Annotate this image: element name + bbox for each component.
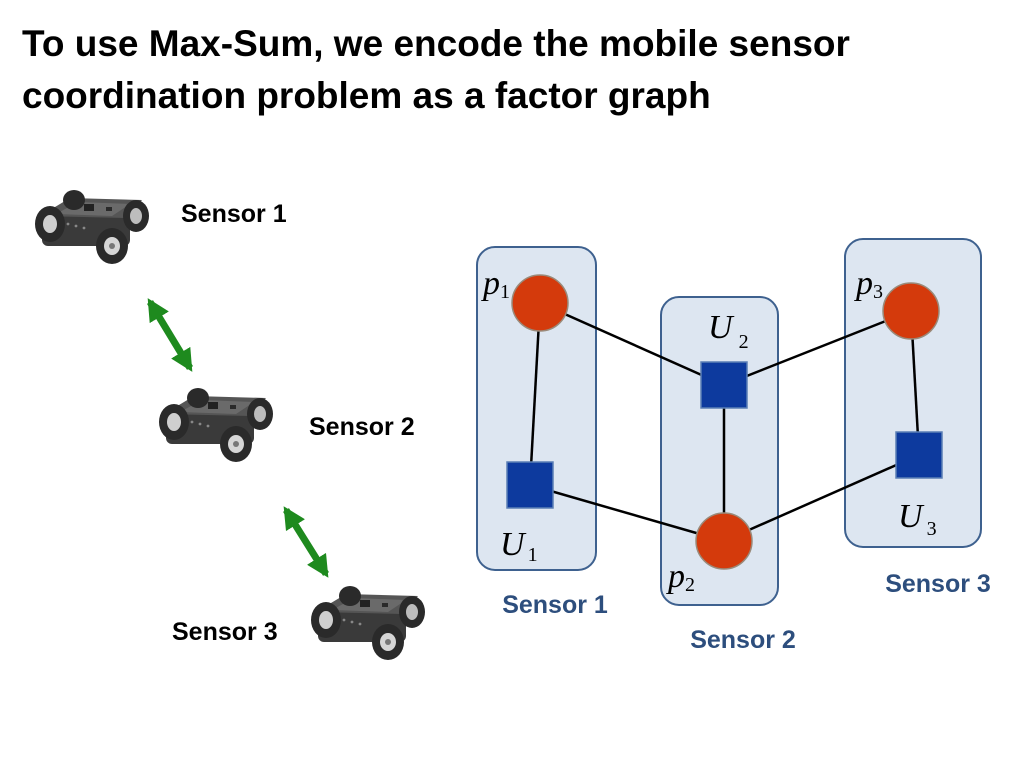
robot-label-3: Sensor 3 xyxy=(172,618,278,646)
robot-2-image xyxy=(159,388,273,462)
edge-p2-u3 xyxy=(723,453,920,543)
group-box-sensor-3 xyxy=(844,238,982,548)
group-label-sensor-2: Sensor 2 xyxy=(690,626,796,654)
slide-title: To use Max-Sum, we encode the mobile sen… xyxy=(22,23,850,116)
link-arrow-2-3 xyxy=(283,506,329,578)
label-p1: p1 xyxy=(481,265,510,303)
edge-p1-u2 xyxy=(539,301,725,387)
edge-u1-p2 xyxy=(529,483,725,543)
label-p3: p3 xyxy=(854,265,883,303)
variable-node-p1 xyxy=(511,274,569,332)
link-arrow-1-2 xyxy=(147,298,193,372)
group-label-sensor-1: Sensor 1 xyxy=(502,591,608,619)
factor-node-u3 xyxy=(895,431,943,479)
robot-1-image xyxy=(35,190,149,264)
edge-p1-u1 xyxy=(528,302,542,486)
label-p2: p2 xyxy=(666,558,695,596)
variable-node-p2 xyxy=(695,512,753,570)
factor-node-u2 xyxy=(700,361,748,409)
group-label-sensor-3: Sensor 3 xyxy=(885,570,991,598)
robot-label-2: Sensor 2 xyxy=(309,413,415,441)
factor-node-u1 xyxy=(506,461,554,509)
robot-3-image xyxy=(311,586,425,660)
robot-label-1: Sensor 1 xyxy=(181,200,287,228)
edge-u2-p3 xyxy=(723,309,912,387)
variable-node-p3 xyxy=(882,282,940,340)
